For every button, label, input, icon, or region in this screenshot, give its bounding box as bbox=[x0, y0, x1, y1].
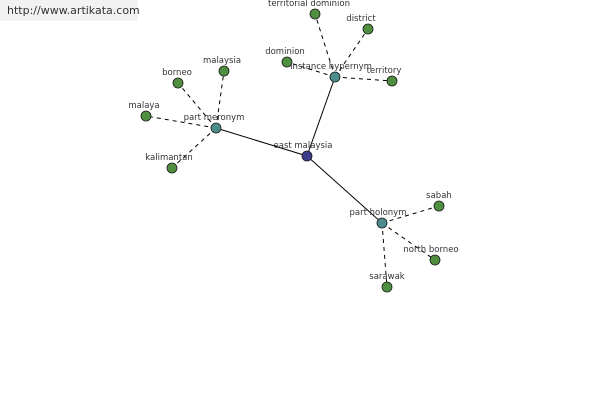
node-circle[interactable] bbox=[172, 77, 184, 89]
node-circle[interactable] bbox=[429, 254, 441, 266]
node-circle[interactable] bbox=[329, 71, 341, 83]
node-circle[interactable] bbox=[301, 150, 313, 162]
node-label: dominion bbox=[265, 47, 305, 57]
node-circle[interactable] bbox=[433, 200, 445, 212]
node-label: district bbox=[346, 14, 376, 24]
node-north-borneo[interactable]: north borneo bbox=[403, 245, 459, 266]
node-label: territory bbox=[367, 66, 402, 76]
edge-rel-instance-hypernym-to-leaf-territory bbox=[334, 76, 393, 82]
node-territory[interactable]: territory bbox=[367, 66, 402, 87]
node-circle[interactable] bbox=[218, 65, 230, 77]
graph-edges bbox=[145, 13, 440, 288]
node-dominion[interactable]: dominion bbox=[265, 47, 305, 68]
node-circle[interactable] bbox=[166, 162, 178, 174]
node-borneo[interactable]: borneo bbox=[162, 68, 192, 89]
node-sarawak[interactable]: sarawak bbox=[369, 272, 405, 293]
node-part-holonym[interactable]: part holonym bbox=[350, 208, 407, 229]
node-instance-hypernym[interactable]: instance hypernym bbox=[290, 62, 372, 83]
node-circle[interactable] bbox=[386, 75, 398, 87]
node-label: borneo bbox=[162, 68, 192, 78]
edge-rel-part-holonym-to-leaf-north-borneo bbox=[381, 222, 436, 261]
node-label: part meronym bbox=[184, 113, 245, 123]
node-label: kalimantan bbox=[145, 153, 193, 163]
node-circle[interactable] bbox=[362, 23, 374, 35]
node-circle[interactable] bbox=[210, 122, 222, 134]
node-label: malaya bbox=[128, 101, 159, 111]
node-label: malaysia bbox=[203, 56, 241, 66]
node-malaysia[interactable]: malaysia bbox=[203, 56, 241, 77]
watermark-link[interactable]: http://www.artikata.com bbox=[0, 0, 140, 21]
edge-center-to-rel-part-holonym bbox=[306, 155, 383, 224]
node-district[interactable]: district bbox=[346, 14, 376, 35]
node-label: sabah bbox=[426, 191, 452, 201]
edge-rel-instance-hypernym-to-leaf-territorial-dominion bbox=[314, 13, 336, 78]
edge-rel-instance-hypernym-to-leaf-district bbox=[334, 28, 369, 78]
edge-rel-part-meronym-to-leaf-malaysia bbox=[215, 70, 225, 129]
node-circle[interactable] bbox=[309, 8, 321, 20]
node-label: part holonym bbox=[350, 208, 407, 218]
node-center[interactable]: east malaysia bbox=[274, 141, 333, 162]
edge-rel-part-meronym-to-leaf-malaya bbox=[145, 115, 217, 129]
node-kalimantan[interactable]: kalimantan bbox=[145, 153, 193, 174]
node-label: territorial dominion bbox=[268, 0, 350, 9]
node-label: sarawak bbox=[369, 272, 405, 282]
edge-rel-instance-hypernym-to-leaf-dominion bbox=[286, 61, 336, 78]
node-circle[interactable] bbox=[376, 217, 388, 229]
node-circle[interactable] bbox=[381, 281, 393, 293]
edge-center-to-rel-instance-hypernym bbox=[306, 76, 336, 157]
node-part-meronym[interactable]: part meronym bbox=[184, 113, 245, 134]
node-territorial-dominion[interactable]: territorial dominion bbox=[268, 0, 350, 20]
edge-rel-part-meronym-to-leaf-kalimantan bbox=[171, 127, 217, 169]
node-circle[interactable] bbox=[281, 56, 293, 68]
graph-nodes: east malaysia part meronym instance hypern… bbox=[128, 0, 459, 293]
node-label: instance hypernym bbox=[290, 62, 372, 72]
edge-rel-part-holonym-to-leaf-sabah bbox=[381, 205, 440, 224]
edge-rel-part-holonym-to-leaf-sarawak bbox=[381, 222, 388, 288]
node-malaya[interactable]: malaya bbox=[128, 101, 160, 122]
edge-center-to-rel-part-meronym bbox=[215, 127, 308, 157]
node-label: north borneo bbox=[403, 245, 458, 255]
node-circle[interactable] bbox=[140, 110, 152, 122]
node-label: east malaysia bbox=[274, 141, 333, 151]
node-sabah[interactable]: sabah bbox=[426, 191, 452, 212]
edge-rel-part-meronym-to-leaf-borneo bbox=[177, 82, 217, 129]
